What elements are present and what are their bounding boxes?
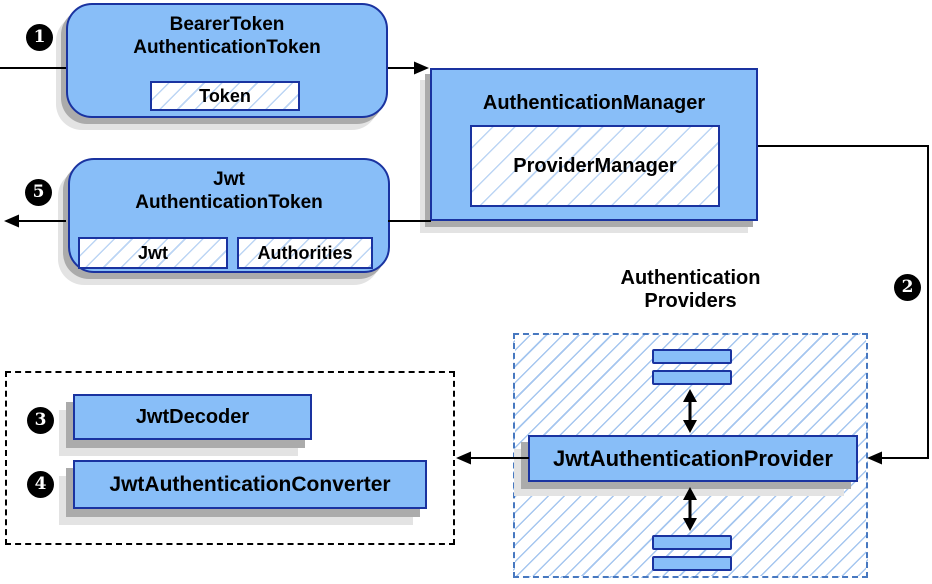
bearer-token-node: BearerToken AuthenticationToken Token — [66, 3, 388, 118]
jwt-field: Jwt — [78, 237, 228, 269]
provider-manager-field: ProviderManager — [470, 125, 720, 207]
step-2-badge: 2 — [894, 274, 921, 301]
authentication-manager-title: AuthenticationManager — [482, 92, 706, 114]
bearer-token-title-line2: AuthenticationToken — [133, 37, 321, 58]
jwt-field-label: Jwt — [137, 242, 168, 263]
step-4-number: 4 — [34, 474, 47, 494]
arrow-jwt-token-out — [4, 214, 66, 228]
step-2-number: 2 — [901, 277, 914, 297]
authentication-providers-label: Authentication Providers — [513, 267, 868, 313]
authentication-providers-label-line2: Providers — [644, 290, 737, 312]
jwt-authentication-converter-label: JwtAuthenticationConverter — [109, 472, 391, 496]
provider-manager-label: ProviderManager — [513, 154, 677, 177]
authentication-providers-group: JwtAuthenticationProvider — [513, 333, 868, 578]
step-3-badge: 3 — [27, 407, 54, 434]
jwt-token-title: Jwt AuthenticationToken — [70, 160, 388, 214]
step-5-number: 5 — [32, 182, 45, 202]
bearer-token-title: BearerToken AuthenticationToken — [68, 5, 386, 59]
token-field-label: Token — [199, 85, 251, 106]
arrow-bearer-to-manager — [388, 61, 429, 75]
provider-placeholder-bar — [652, 556, 732, 571]
authorities-field-label: Authorities — [257, 242, 353, 263]
token-field: Token — [150, 81, 300, 111]
jwt-decoder-node: JwtDecoder — [73, 394, 312, 440]
step-1-badge: 1 — [26, 24, 53, 51]
jwt-decoder-group: JwtDecoder JwtAuthenticationConverter — [5, 371, 455, 545]
jwt-authentication-token-node: Jwt AuthenticationToken Jwt Authorities — [68, 158, 390, 273]
authorities-field: Authorities — [237, 237, 373, 269]
jwt-authentication-converter-node: JwtAuthenticationConverter — [73, 460, 427, 509]
jwt-authentication-provider-label: JwtAuthenticationProvider — [553, 445, 833, 471]
provider-placeholder-bar — [652, 535, 732, 550]
jwt-authentication-provider-node: JwtAuthenticationProvider — [528, 435, 858, 482]
step-3-number: 3 — [34, 410, 47, 430]
step-5-badge: 5 — [25, 179, 52, 206]
provider-placeholder-bar — [652, 370, 732, 385]
step-4-badge: 4 — [27, 471, 54, 498]
jwt-token-title-line1: Jwt — [213, 169, 245, 190]
step-1-number: 1 — [33, 27, 46, 47]
provider-placeholder-bar — [652, 349, 732, 364]
bearer-token-title-line1: BearerToken — [169, 14, 285, 35]
authentication-manager-node: AuthenticationManager ProviderManager — [430, 68, 758, 221]
jwt-token-title-line2: AuthenticationToken — [135, 192, 323, 213]
authentication-providers-label-line1: Authentication — [620, 267, 761, 289]
jwt-decoder-label: JwtDecoder — [135, 405, 250, 428]
